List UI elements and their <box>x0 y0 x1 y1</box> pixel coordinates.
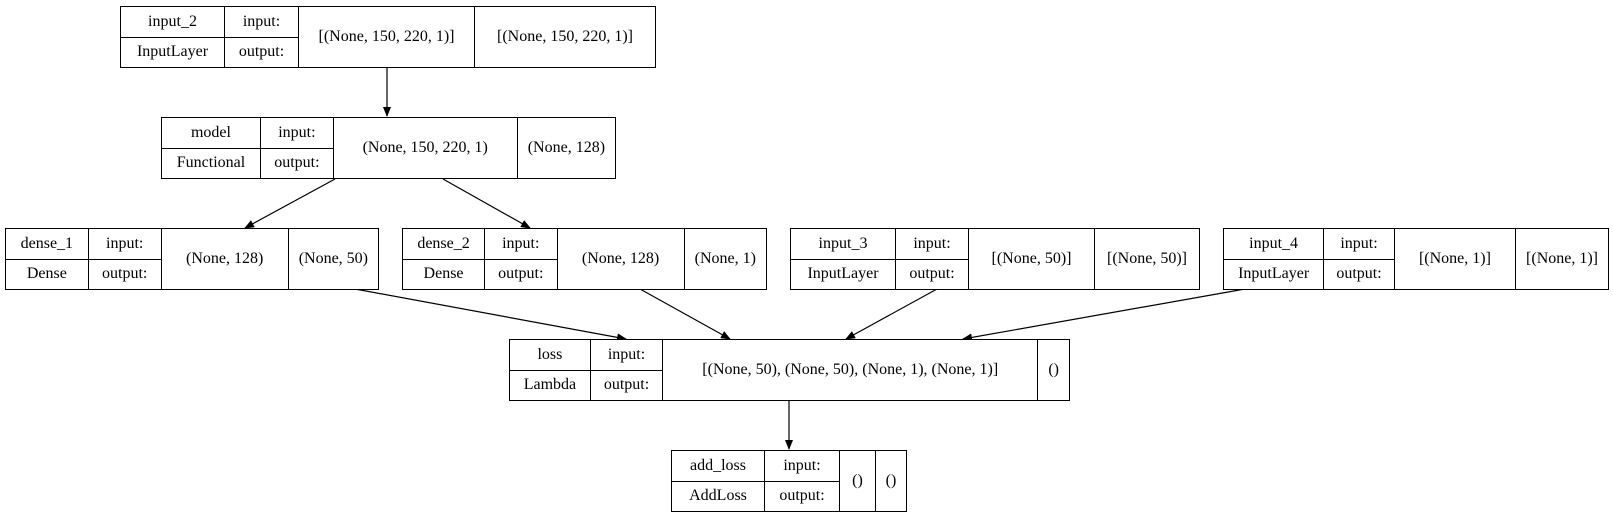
layer-name: loss <box>537 345 563 363</box>
output-shape: [(None, 1)] <box>1526 250 1598 267</box>
layer-name: dense_2 <box>417 234 470 252</box>
node-loss: loss Lambda input: output: [(None, 50), … <box>509 339 1070 401</box>
input-label: input: <box>913 234 951 252</box>
edge-input_4-loss <box>962 288 1246 342</box>
edge-dense_2-loss <box>639 288 731 340</box>
output-shape: () <box>1048 361 1059 378</box>
input-shape: [(None, 50), (None, 50), (None, 1), (Non… <box>663 340 1039 400</box>
output-label: output: <box>1324 258 1394 290</box>
input-shape: [(None, 1)] <box>1395 229 1517 289</box>
node-header: model Functional <box>162 118 261 178</box>
input-shape: (None, 128) <box>162 229 289 289</box>
output-label: output: <box>896 258 968 290</box>
layer-type: InputLayer <box>121 36 224 68</box>
node-header: dense_2 Dense <box>403 229 486 290</box>
output-shape: [(None, 50)] <box>1107 250 1187 267</box>
output-label: output: <box>88 258 161 290</box>
io-labels: input: output: <box>896 229 969 289</box>
layer-name: input_4 <box>1249 234 1299 252</box>
io-labels: input: output: <box>765 451 840 511</box>
input-shape: [(None, 150, 220, 1)] <box>299 7 475 67</box>
layer-type: Functional <box>162 147 260 179</box>
output-label: output: <box>225 36 298 68</box>
layer-type: Dense <box>6 258 88 290</box>
output-label: output: <box>765 480 839 512</box>
layer-name: input_2 <box>148 12 197 30</box>
layer-name: input_3 <box>818 234 868 252</box>
node-input_4: input_4 InputLayer input: output: [(None… <box>1223 228 1609 290</box>
output-shape: [(None, 150, 220, 1)] <box>497 28 633 45</box>
output-shape: (None, 128) <box>527 139 606 156</box>
node-input_2: input_2 InputLayer input: output: [(None… <box>120 6 656 68</box>
layer-name: add_loss <box>690 456 746 474</box>
node-header: input_3 InputLayer <box>791 229 896 289</box>
input-label: input: <box>242 12 281 30</box>
node-dense_2: dense_2 Dense input: output: (None, 128)… <box>402 228 767 290</box>
layer-type: Dense <box>403 258 485 290</box>
input-shape: () <box>840 451 876 511</box>
output-label: output: <box>590 369 663 401</box>
node-header: input_2 InputLayer <box>121 7 225 67</box>
io-labels: input: output: <box>485 229 558 290</box>
input-label: input: <box>607 345 646 363</box>
output-shape: () <box>885 472 897 489</box>
input-shape: [(None, 50)] <box>969 229 1095 289</box>
layer-type: Lambda <box>510 369 590 401</box>
io-labels: input: output: <box>260 118 334 179</box>
io-labels: input: output: <box>88 229 162 290</box>
node-header: input_4 InputLayer <box>1224 229 1325 290</box>
layer-name: dense_1 <box>20 234 74 252</box>
input-label: input: <box>278 123 316 141</box>
input-label: input: <box>106 234 144 252</box>
output-shape: (None, 1) <box>694 250 756 267</box>
input-shape: (None, 128) <box>558 229 685 289</box>
node-input_3: input_3 InputLayer input: output: [(None… <box>790 228 1200 290</box>
edge-input_3-loss <box>845 288 938 340</box>
node-header: dense_1 Dense <box>6 229 89 289</box>
layer-name: model <box>190 123 231 141</box>
node-header: loss Lambda <box>510 340 591 400</box>
output-shape: (None, 50) <box>298 250 368 267</box>
node-model: model Functional input: output: (None, 1… <box>161 117 616 179</box>
io-labels: input: output: <box>225 7 299 67</box>
edge-dense_1-loss <box>354 288 627 342</box>
output-label: output: <box>485 258 557 290</box>
layer-type: AddLoss <box>672 480 764 512</box>
output-label: output: <box>260 147 333 179</box>
node-dense_1: dense_1 Dense input: output: (None, 128)… <box>5 228 379 290</box>
input-label: input: <box>783 456 821 474</box>
io-labels: input: output: <box>1324 229 1395 289</box>
io-labels: input: output: <box>590 340 664 401</box>
layer-type: InputLayer <box>791 258 895 290</box>
layer-type: InputLayer <box>1224 258 1324 290</box>
node-header: add_loss AddLoss <box>672 451 765 511</box>
edge-model-dense_1 <box>244 178 336 229</box>
edge-model-dense_2 <box>442 178 531 229</box>
input-shape: (None, 150, 220, 1) <box>334 118 518 178</box>
input-label: input: <box>502 234 540 252</box>
node-add_loss: add_loss AddLoss input: output: () () <box>671 450 907 512</box>
input-label: input: <box>1340 234 1378 252</box>
